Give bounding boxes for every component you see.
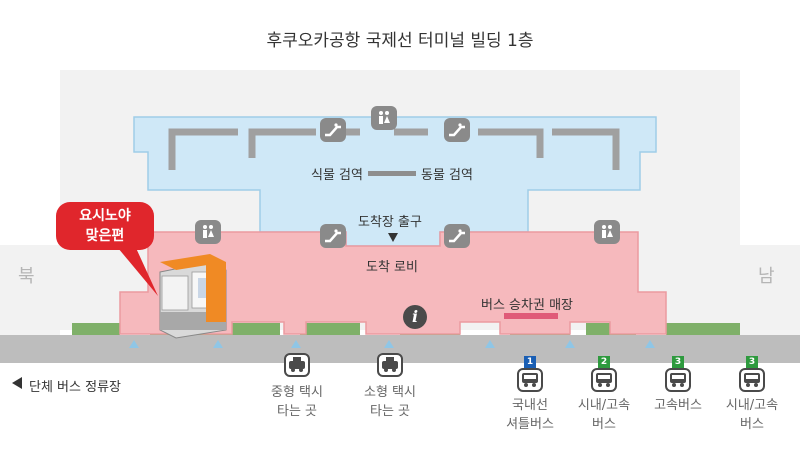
escalator-icon <box>320 224 346 248</box>
bus-stop-1-label: 국내선 셔틀버스 <box>490 396 570 434</box>
bus-stop-2-label: 시내/고속 버스 <box>564 396 644 434</box>
bus-stop-number-badge: 2 <box>598 356 610 368</box>
info-icon[interactable]: i <box>403 305 427 329</box>
yoshinoya-stall <box>159 254 227 339</box>
arrival-exit-arrow <box>388 233 398 242</box>
label-animal-quarantine: 동물 검역 <box>421 168 473 183</box>
escalator-icon <box>444 224 470 248</box>
bus-stop-3-line1: 고속버스 <box>654 398 702 413</box>
bus-stop-number-badge: 3 <box>672 356 684 368</box>
callout-line2: 맞은편 <box>85 228 125 244</box>
label-bus-ticket-counter: 버스 승차권 매장 <box>481 298 573 313</box>
label-arrival-lobby: 도착 로비 <box>366 260 418 275</box>
building-south-wing <box>740 245 800 335</box>
taxi-icon <box>284 353 310 377</box>
callout-bubble <box>56 202 158 296</box>
bus-stop-3-label: 고속버스 <box>638 396 718 415</box>
restroom-icon <box>195 220 221 244</box>
quarantine-divider <box>368 171 416 176</box>
group-bus-stop-label: 단체 버스 정류장 <box>29 380 121 395</box>
bus-stop-4-line1: 시내/고속 <box>725 398 779 413</box>
taxi-stop-small-line1: 소형 택시 <box>364 385 416 400</box>
group-bus-arrow <box>12 377 22 389</box>
direction-south: 남 <box>758 266 775 287</box>
taxi-stop-small-line2: 타는 곳 <box>369 404 410 419</box>
arrival-lobby-area <box>119 231 667 335</box>
bus-icon <box>517 368 543 392</box>
escalator-icon <box>320 118 346 142</box>
direction-north: 북 <box>18 266 35 287</box>
taxi-stop-medium-line2: 타는 곳 <box>276 404 317 419</box>
bus-stop-number-badge: 1 <box>524 356 536 368</box>
bus-icon <box>739 368 765 392</box>
bus-stop-4-label: 시내/고속 버스 <box>712 396 792 434</box>
bus-stop-1-line1: 국내선 <box>512 398 548 413</box>
taxi-stop-small: 소형 택시 타는 곳 <box>347 383 433 421</box>
taxi-stop-medium-line1: 중형 택시 <box>271 385 323 400</box>
bus-icon <box>591 368 617 392</box>
callout-text: 요시노야 맞은편 <box>56 206 154 246</box>
entrance-arrows <box>129 340 655 348</box>
bus-stop-1-line2: 셔틀버스 <box>506 417 554 432</box>
bus-stop-2-line2: 버스 <box>592 417 616 432</box>
escalator-icon <box>444 118 470 142</box>
bus-stop-4-line2: 버스 <box>740 417 764 432</box>
taxi-stop-medium: 중형 택시 타는 곳 <box>254 383 340 421</box>
bus-stop-2-line1: 시내/고속 <box>577 398 631 413</box>
partition-walls <box>168 128 620 170</box>
taxi-icon <box>377 353 403 377</box>
ticket-counter-bar <box>504 313 558 319</box>
restroom-icon <box>371 106 397 130</box>
bus-icon <box>665 368 691 392</box>
callout-line1: 요시노야 <box>79 208 131 224</box>
restroom-icon <box>594 220 620 244</box>
label-arrival-exit: 도착장 출구 <box>358 215 422 230</box>
label-plant-quarantine: 식물 검역 <box>311 168 363 183</box>
bus-stop-number-badge: 3 <box>746 356 758 368</box>
building-north-wing <box>0 245 60 335</box>
map-title: 후쿠오카공항 국제선 터미널 빌딩 1층 <box>266 31 534 51</box>
